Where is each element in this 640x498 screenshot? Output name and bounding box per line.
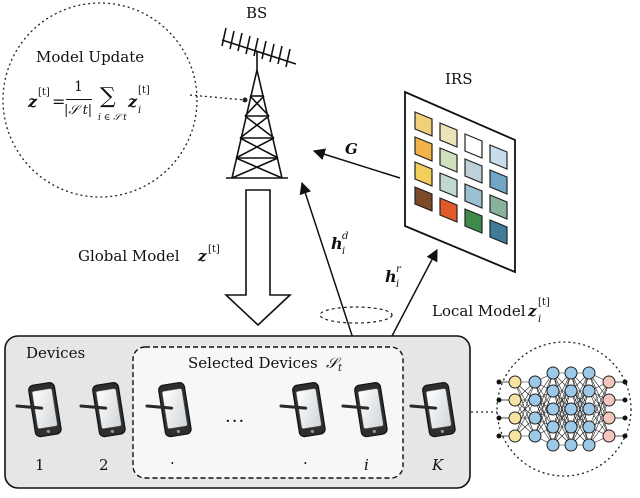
model-update-connector xyxy=(189,94,246,101)
nn-node xyxy=(546,402,560,416)
nn-node xyxy=(546,438,560,452)
irs-cells xyxy=(414,111,508,245)
device-label-k: K xyxy=(432,456,444,474)
irs-element xyxy=(439,197,458,223)
nn-node xyxy=(602,429,616,443)
irs-element xyxy=(414,161,433,187)
phone-icon xyxy=(341,382,388,438)
phone-icon xyxy=(145,382,192,438)
selected-devices-title: Selected Devices 𝒮 t xyxy=(188,354,343,374)
nn-node xyxy=(528,411,542,425)
nn-node xyxy=(582,384,596,398)
nn-node xyxy=(564,366,578,380)
nn-node xyxy=(546,420,560,434)
irs-element xyxy=(414,186,433,212)
irs-element xyxy=(489,219,508,245)
bs-label: BS xyxy=(246,4,268,22)
bs-connector-dot xyxy=(242,97,248,103)
device-label-dot-right: · xyxy=(303,454,308,472)
nn-node xyxy=(602,411,616,425)
nn-node xyxy=(508,375,522,389)
nn-node xyxy=(564,438,578,452)
nn-node xyxy=(582,366,596,380)
device-label-1: 1 xyxy=(35,456,45,474)
irs-element xyxy=(464,158,483,184)
phone-icon xyxy=(279,382,326,438)
nn-node xyxy=(528,429,542,443)
nn-node xyxy=(508,429,522,443)
irs-element xyxy=(439,122,458,148)
irs-panel-icon xyxy=(404,90,516,274)
irs-element xyxy=(489,144,508,170)
device-ellipsis: ··· xyxy=(225,411,246,432)
neural-network-icon xyxy=(496,366,628,452)
global-model-arrow xyxy=(223,189,293,327)
nn-node xyxy=(546,384,560,398)
irs-element xyxy=(489,169,508,195)
device-phones xyxy=(15,382,456,438)
model-update-circle xyxy=(2,2,198,198)
nn-node xyxy=(582,438,596,452)
irs-element xyxy=(414,111,433,137)
nn-node xyxy=(564,420,578,434)
hd-label: h d i xyxy=(331,231,349,257)
selected-devices-box xyxy=(132,346,404,479)
global-model-label: Global Model z [t] xyxy=(78,244,220,265)
nn-node xyxy=(508,393,522,407)
irs-element xyxy=(464,208,483,234)
irs-element xyxy=(489,194,508,220)
nn-node xyxy=(528,393,542,407)
nn-node xyxy=(582,402,596,416)
irs-element xyxy=(414,136,433,162)
irs-label: IRS xyxy=(445,70,473,88)
nn-node xyxy=(508,411,522,425)
local-model-ellipse xyxy=(319,306,393,324)
irs-element xyxy=(464,183,483,209)
nn-node xyxy=(546,366,560,380)
nn-node xyxy=(582,420,596,434)
device-label-i: i xyxy=(364,456,369,474)
irs-element xyxy=(464,133,483,159)
arrow-g xyxy=(312,148,401,179)
nn-node xyxy=(602,375,616,389)
nn-node xyxy=(528,375,542,389)
hr-label: h r i xyxy=(385,264,401,290)
irs-element xyxy=(439,172,458,198)
irs-element xyxy=(439,147,458,173)
bs-tower-icon xyxy=(221,27,297,179)
phone-icon xyxy=(79,382,126,438)
nn-node xyxy=(602,393,616,407)
nn-node xyxy=(564,402,578,416)
model-update-title: Model Update xyxy=(36,48,145,66)
model-update-equation: z [t] = 1 |𝒮 t| ∑ i ∈ 𝒮 t z i [t] xyxy=(28,79,150,123)
phone-icon xyxy=(15,382,62,438)
device-label-dot-left: · xyxy=(170,454,175,472)
devices-title: Devices xyxy=(26,344,86,362)
device-label-2: 2 xyxy=(99,456,109,474)
phone-icon xyxy=(409,382,456,438)
nn-node xyxy=(564,384,578,398)
g-label: G xyxy=(345,140,358,158)
local-model-label: Local Model z [t] i xyxy=(432,297,550,325)
